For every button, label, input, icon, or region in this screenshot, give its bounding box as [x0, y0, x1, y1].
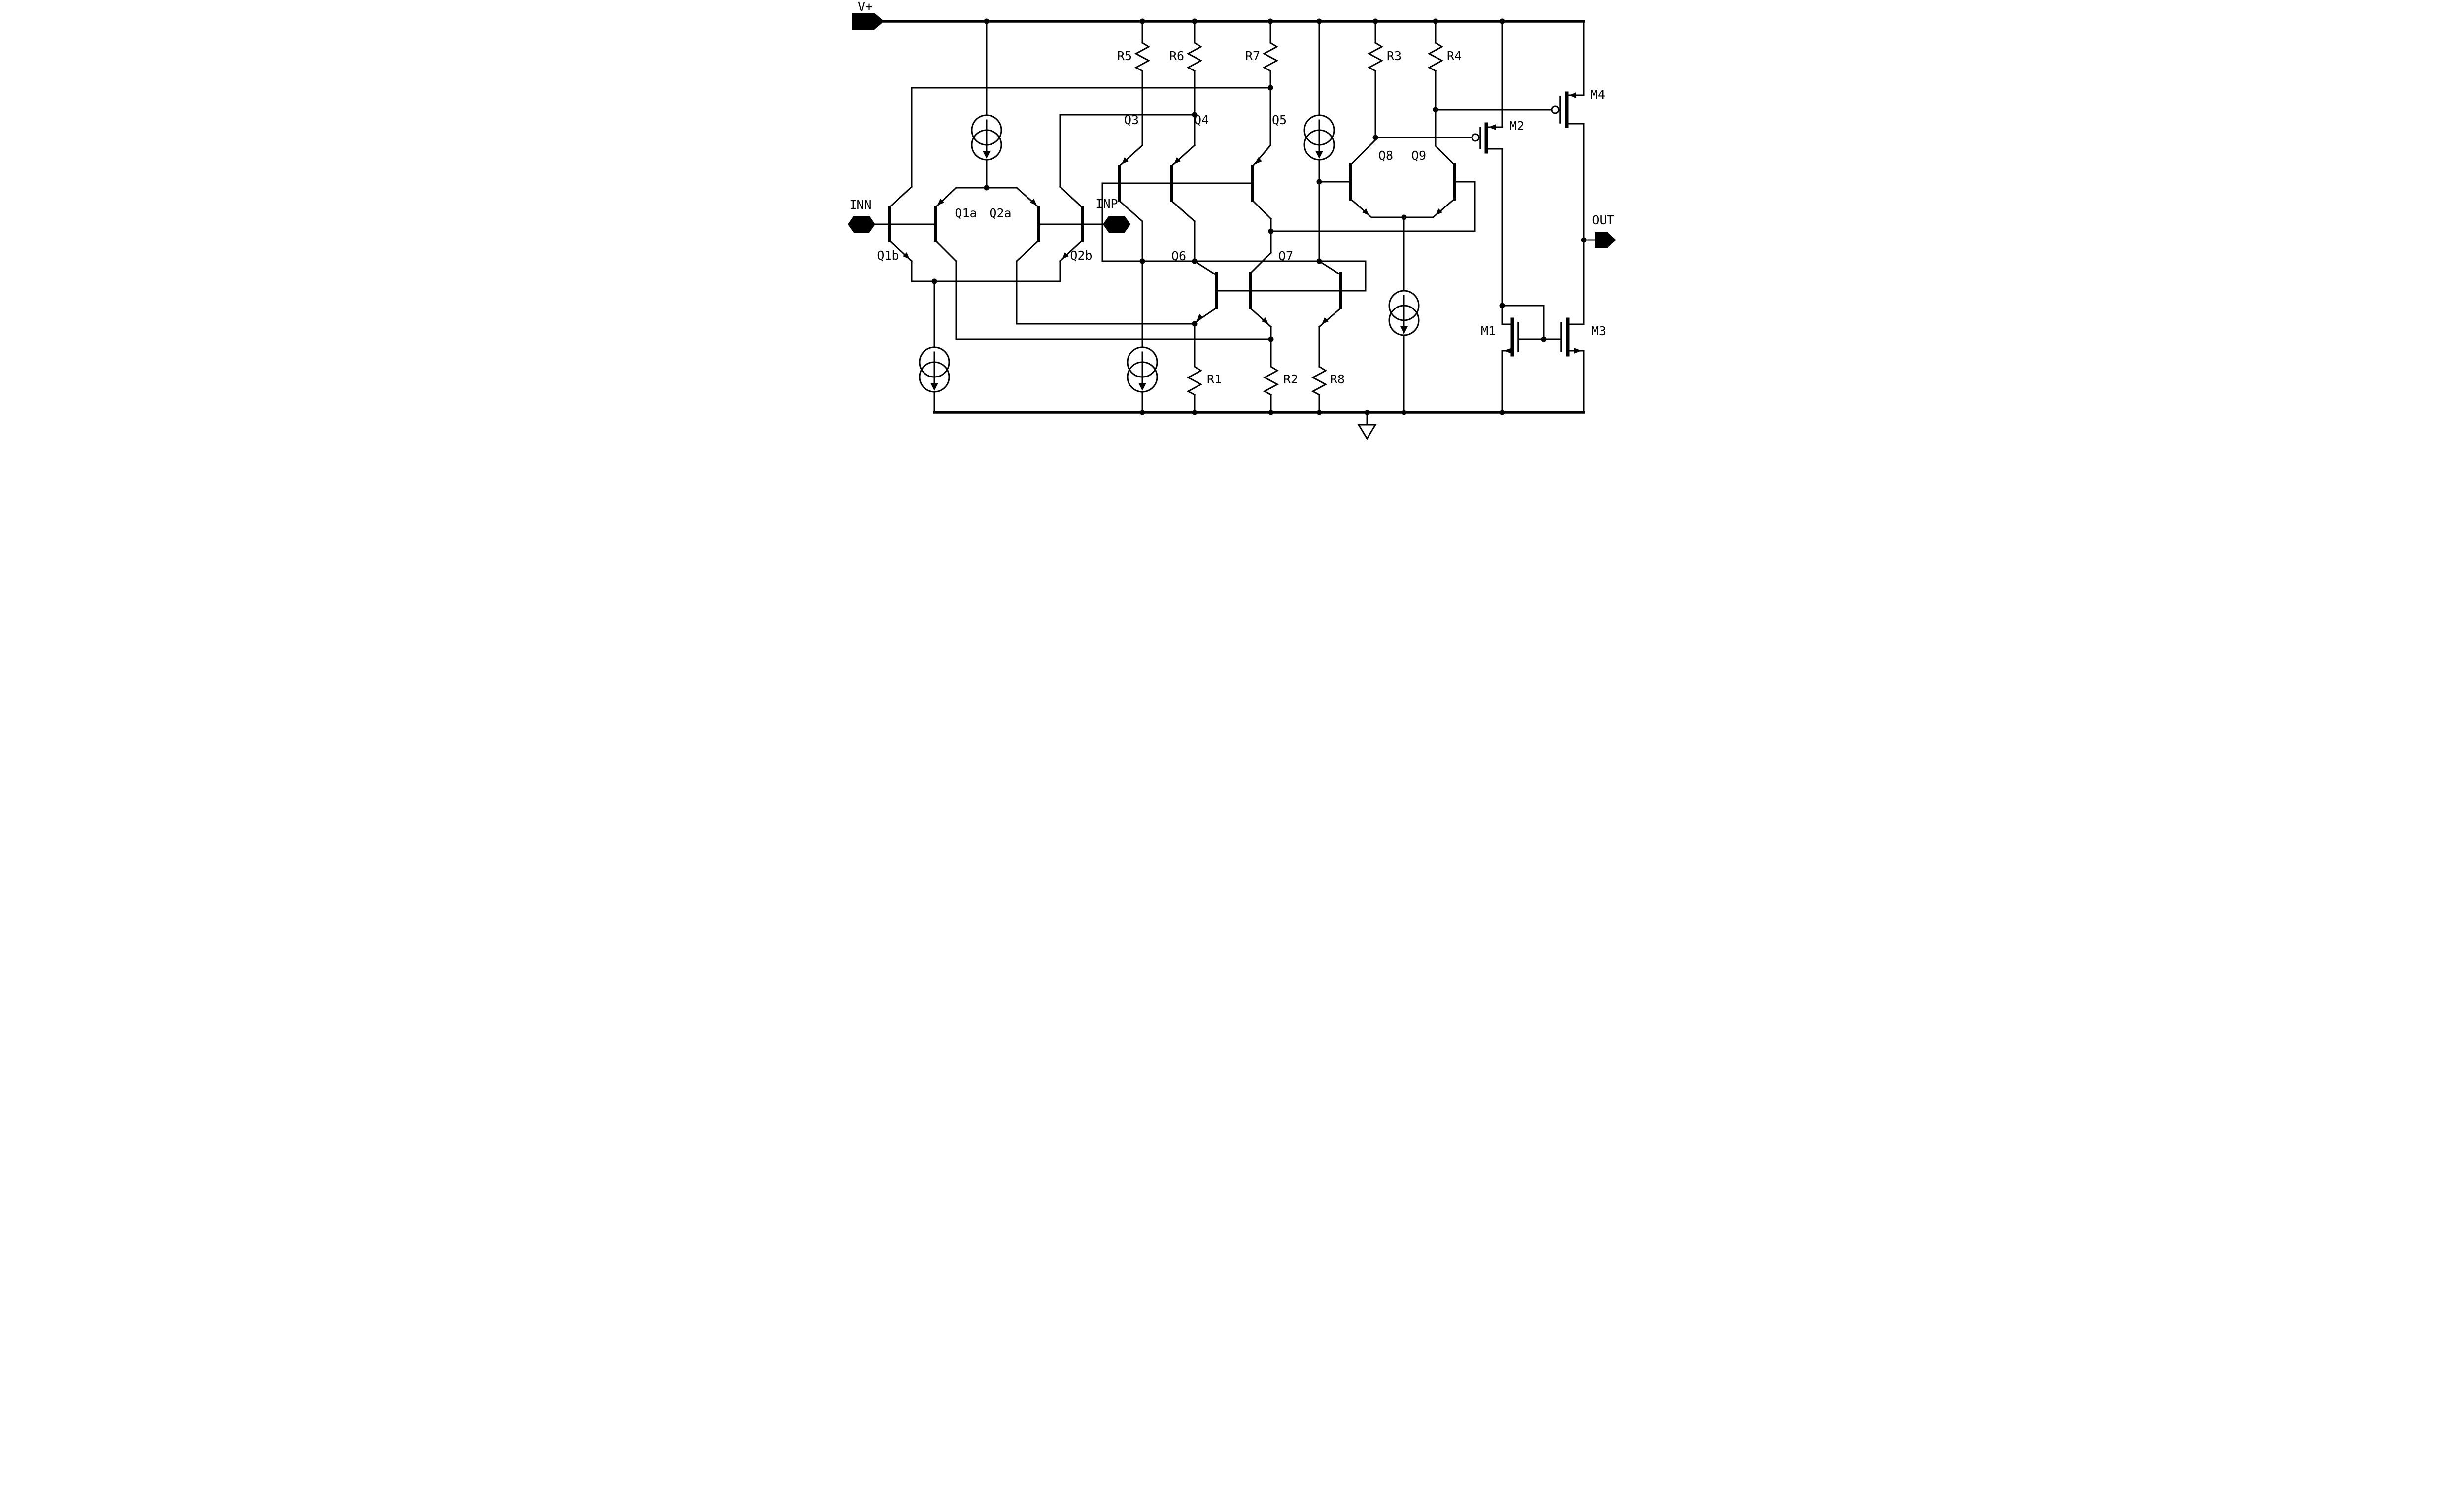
q6-label: Q6	[1171, 249, 1186, 263]
transistor-q8	[1318, 137, 1377, 219]
transistor-q5	[1251, 144, 1272, 232]
transistor-q6	[1193, 260, 1218, 325]
inp-port	[1038, 216, 1130, 233]
transistor-q2a	[1015, 186, 1040, 325]
ground-junction-dot	[1364, 410, 1370, 415]
r6-label: R6	[1169, 49, 1184, 63]
m4-gate-line	[1433, 107, 1553, 113]
opamp-schematic: V+ INN INP OUT Q1a Q2a Q1b Q2b Q3 Q4 Q5 …	[846, 0, 1618, 441]
mosfet-m1	[1499, 303, 1519, 415]
m3-label: M3	[1591, 324, 1606, 338]
resistor-r6	[1186, 18, 1203, 146]
resistor-r1	[1186, 323, 1203, 415]
q2a-label: Q2a	[989, 206, 1011, 220]
current-source-cs4-icon	[1388, 290, 1420, 415]
inp-connector-icon	[1103, 216, 1130, 233]
out-connector-icon	[1595, 232, 1616, 248]
transistor-q9	[1432, 70, 1456, 219]
transistor-q1a	[934, 186, 958, 340]
resistor-r2	[1263, 338, 1279, 415]
inp-label: INP	[1095, 197, 1118, 211]
q8-label: Q8	[1378, 148, 1393, 163]
current-source-cs-left-icon	[919, 346, 950, 393]
resistor-r8	[1311, 365, 1328, 415]
r3-label: R3	[1387, 49, 1402, 63]
q1a-label: Q1a	[955, 206, 977, 220]
r4-label: R4	[1447, 49, 1462, 63]
input-lower-join	[911, 278, 1061, 413]
q1b-collector-line	[911, 85, 1273, 91]
q3-q4-q5-base-bus	[1101, 182, 1254, 262]
transistor-q3	[1118, 144, 1144, 262]
m2-gate-line	[1372, 135, 1473, 140]
m2-label: M2	[1509, 119, 1524, 133]
mosfet-m4	[1551, 20, 1585, 325]
transistor-q7	[1249, 230, 1272, 340]
bias-bus	[1101, 258, 1367, 292]
vplus-rail	[852, 13, 1585, 30]
r2-label: R2	[1283, 372, 1298, 386]
transistor-q2b	[1059, 114, 1084, 282]
current-source-cs1-icon	[971, 114, 1002, 161]
m4-gate-bubble-icon	[1551, 105, 1560, 114]
r5-label: R5	[1117, 49, 1132, 63]
vplus-label: V+	[858, 0, 873, 14]
q5-label: Q5	[1272, 113, 1287, 127]
m4-label: M4	[1590, 87, 1605, 102]
resistor-r3	[1367, 18, 1384, 138]
schematic-page: V+ INN INP OUT Q1a Q2a Q1b Q2b Q3 Q4 Q5 …	[846, 0, 1618, 441]
m1-m3-gate-link	[1501, 305, 1562, 342]
q2b-label: Q2b	[1070, 248, 1092, 263]
m1-label: M1	[1481, 324, 1496, 338]
q1b-label: Q1b	[877, 248, 899, 263]
current-source-cs2-icon	[1303, 18, 1335, 262]
ground-symbol-icon	[1357, 411, 1377, 440]
resistor-r7	[1262, 18, 1279, 146]
mosfet-m3	[1560, 317, 1585, 413]
transistor-q4	[1170, 144, 1196, 262]
m2-gate-bubble-icon	[1471, 133, 1480, 142]
q9-label: Q9	[1411, 148, 1426, 163]
second-stage-output-node	[1268, 181, 1476, 234]
q3-label: Q3	[1124, 113, 1139, 127]
current-source-cs3-icon	[1127, 260, 1158, 415]
q4-label: Q4	[1194, 113, 1209, 127]
q1a-collector-line	[955, 336, 1274, 342]
q7-label: Q7	[1278, 249, 1293, 263]
q2a-collector-line	[1016, 321, 1198, 327]
q8-q9-emitter-join	[1370, 214, 1434, 292]
mosfet-m2	[1471, 18, 1505, 307]
r7-label: R7	[1245, 49, 1260, 63]
out-port	[1581, 232, 1616, 248]
inn-port	[848, 216, 936, 233]
out-label: OUT	[1592, 213, 1614, 227]
resistor-r5	[1134, 18, 1151, 146]
r8-label: R8	[1330, 372, 1345, 386]
inn-label: INN	[849, 198, 871, 212]
input-tail-node	[955, 18, 1018, 191]
transistor-q1b	[888, 87, 913, 282]
inn-connector-icon	[848, 216, 875, 233]
transistor-bias-diode	[1318, 260, 1342, 368]
r1-label: R1	[1207, 372, 1222, 386]
vplus-connector-icon	[852, 13, 884, 30]
